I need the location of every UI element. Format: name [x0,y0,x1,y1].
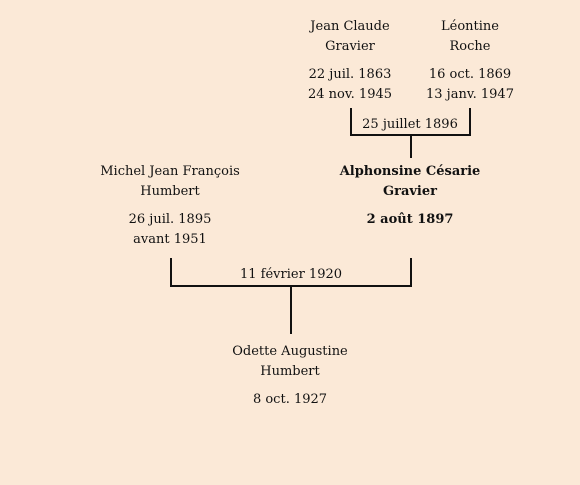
person-alphonsine-gravier[interactable]: Alphonsine Césarie Gravier 2 août 1897 [330,162,490,230]
spacer [290,57,410,65]
connector-line [290,287,292,334]
person-name-last: Gravier [325,39,375,54]
person-jean-claude-gravier[interactable]: Jean Claude Gravier 22 juil. 1863 24 nov… [290,17,410,105]
person-name-first: Michel Jean François [100,164,240,179]
connector-line [170,285,412,287]
person-name-first: Odette Augustine [232,344,348,359]
person-name-last: Gravier [383,184,437,199]
spacer [410,57,530,65]
person-odette-humbert[interactable]: Odette Augustine Humbert 8 oct. 1927 [210,342,370,410]
person-death-date: avant 1951 [133,232,207,247]
connector-line [410,258,412,287]
person-name-first: Alphonsine Césarie [339,164,481,179]
spacer [90,202,250,210]
connector-line [350,134,471,136]
marriage-date-parents: 25 juillet 1896 [362,117,458,132]
spacer [210,382,370,390]
person-michel-humbert[interactable]: Michel Jean François Humbert 26 juil. 18… [90,162,250,250]
person-leontine-roche[interactable]: Léontine Roche 16 oct. 1869 13 janv. 194… [410,17,530,105]
person-birth-date: 22 juil. 1863 [308,67,392,82]
person-name-last: Humbert [140,184,200,199]
connector-line [469,108,471,136]
person-birth-date: 16 oct. 1869 [428,67,512,82]
connector-line [350,108,352,136]
marriage-date-couple: 11 février 1920 [239,267,343,282]
connector-line [410,136,412,158]
person-birth-date: 26 juil. 1895 [128,212,212,227]
person-birth-date: 2 août 1897 [366,212,454,227]
spacer [330,202,490,210]
person-name-first: Léontine [441,19,499,34]
connector-line [170,258,172,287]
person-birth-date: 8 oct. 1927 [252,392,328,407]
person-name-last: Humbert [260,364,320,379]
person-name-first: Jean Claude [310,19,390,34]
person-name-last: Roche [449,39,491,54]
person-death-date: 13 janv. 1947 [426,87,514,102]
person-death-date: 24 nov. 1945 [307,87,393,102]
